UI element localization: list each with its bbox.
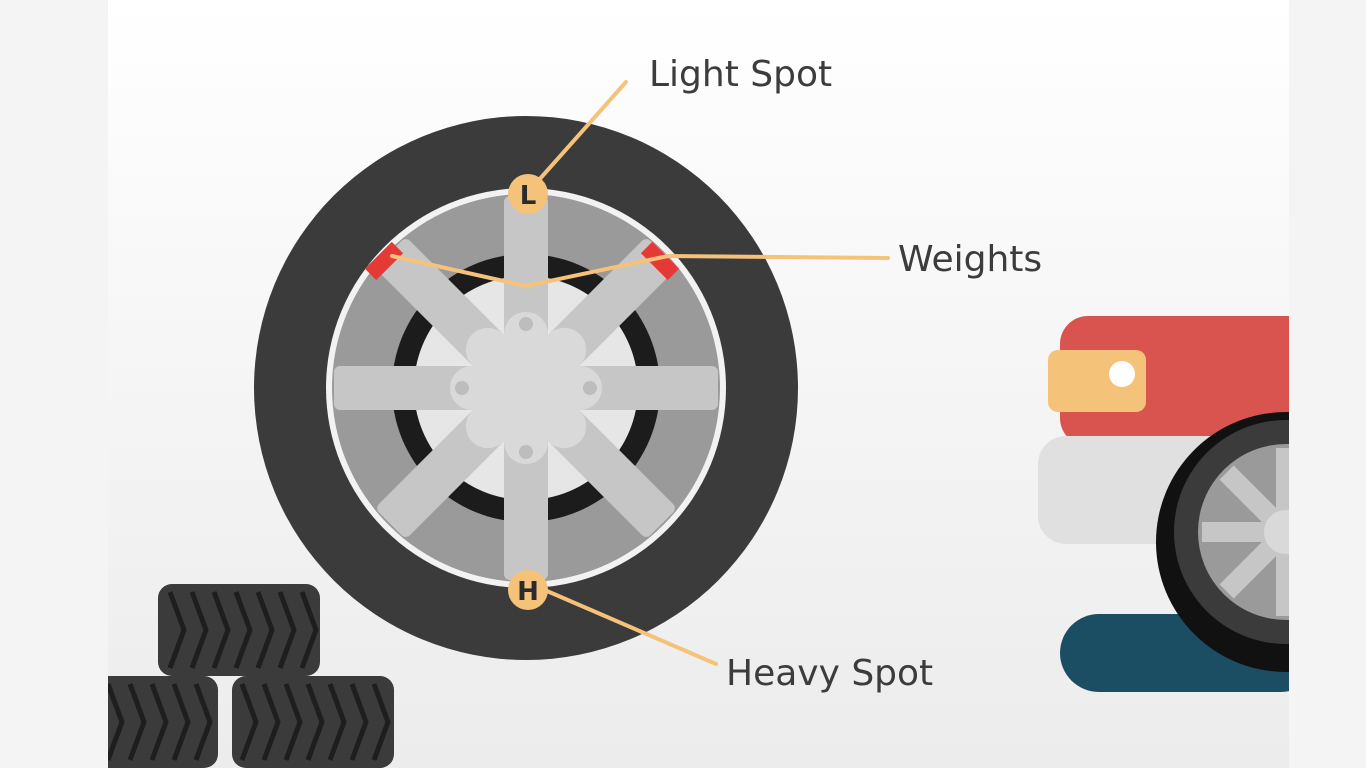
light-spot-label: Light Spot xyxy=(649,54,833,95)
car-body xyxy=(1060,316,1289,446)
wheel-icon xyxy=(254,116,798,660)
light-spot-marker: L xyxy=(508,174,548,214)
weight-right xyxy=(640,241,680,281)
weights-leader xyxy=(390,253,890,289)
car-front-icon xyxy=(1038,316,1289,692)
diagram-stage: L H Light Spot Weights Heavy Spot xyxy=(108,0,1289,768)
light-spot-leader xyxy=(528,80,628,192)
tire-stack-icon xyxy=(108,584,394,768)
heavy-spot-leader xyxy=(538,586,718,666)
heavy-spot-marker: H xyxy=(508,570,548,610)
wheel-hub xyxy=(450,312,602,464)
weights-label: Weights xyxy=(898,239,1043,280)
wheel-balance-diagram: L H xyxy=(108,80,1289,768)
heavy-spot-label: Heavy Spot xyxy=(726,653,934,694)
lug-holes xyxy=(455,317,597,459)
weight-left xyxy=(364,241,404,281)
light-marker-letter: L xyxy=(520,181,537,211)
heavy-marker-letter: H xyxy=(517,577,539,607)
leader-lines xyxy=(390,80,890,666)
